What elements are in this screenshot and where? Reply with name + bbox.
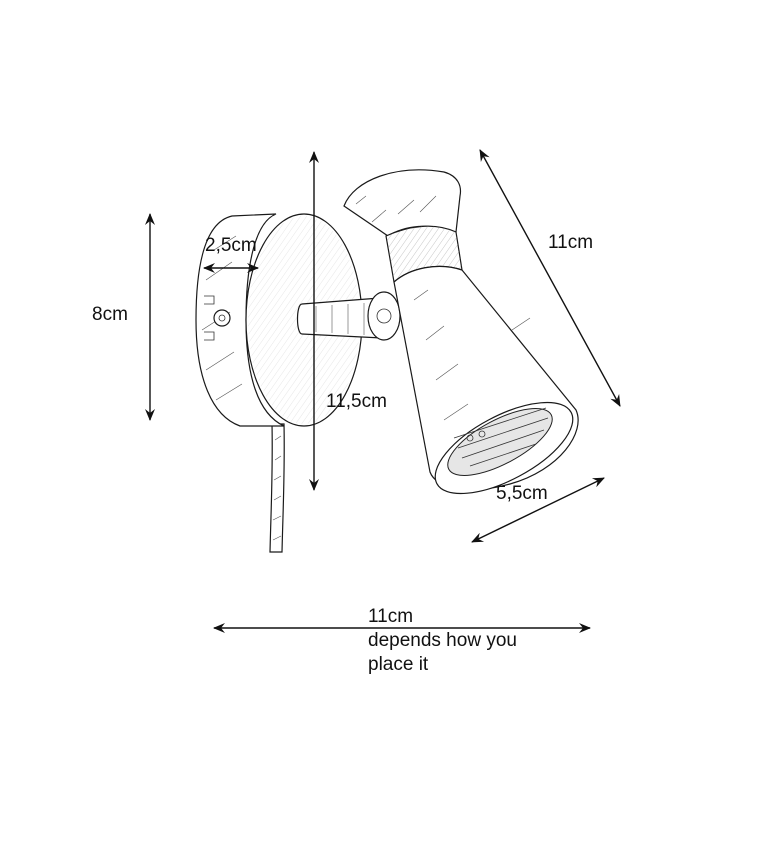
dimension-backplate-depth: 2,5cm bbox=[203, 235, 259, 273]
lamp-shade bbox=[343, 169, 579, 495]
dimension-backplate-height: 8cm bbox=[92, 213, 155, 421]
dimension-shade-length: 11cm bbox=[479, 149, 621, 407]
label-total-width-note-1: depends how you bbox=[368, 630, 517, 651]
label-shade-length: 11cm bbox=[548, 232, 593, 253]
label-total-width-note-2: place it bbox=[368, 654, 429, 675]
dimension-total-height: 11,5cm bbox=[309, 151, 387, 491]
label-total-height: 11,5cm bbox=[326, 391, 387, 412]
screw bbox=[204, 295, 231, 341]
label-backplate-height: 8cm bbox=[92, 304, 128, 325]
dimension-shade-diameter: 5,5cm bbox=[471, 477, 605, 543]
label-total-width: 11cm bbox=[368, 606, 413, 627]
label-shade-diameter: 5,5cm bbox=[496, 483, 548, 504]
label-backplate-depth: 2,5cm bbox=[205, 235, 257, 256]
dimension-total-width: 11cm depends how you place it bbox=[213, 606, 591, 675]
power-cable bbox=[269, 423, 285, 553]
